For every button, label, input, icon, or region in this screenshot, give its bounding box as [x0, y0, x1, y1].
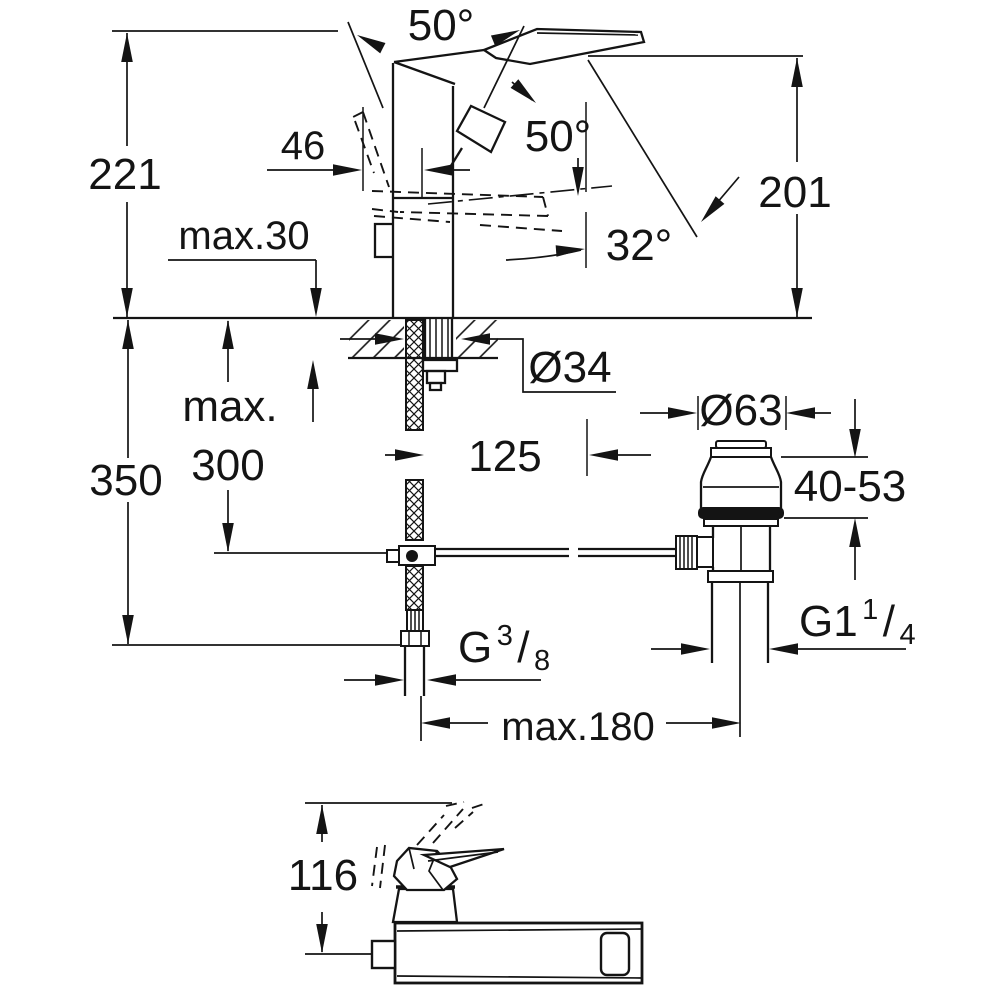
label-max-hose-1: max.	[182, 382, 277, 431]
label-max-hose-2: 300	[191, 441, 264, 490]
label-height-spout: 201	[758, 168, 831, 217]
label-max-rod-reach: max.180	[501, 705, 654, 749]
label-waste-range: 40-53	[794, 462, 907, 511]
waste-assembly	[675, 440, 784, 737]
label-angle-mid: 50°	[525, 112, 592, 161]
label-angle-top: 50°	[408, 1, 475, 50]
label-supply-thread: G 3 / 8	[458, 620, 550, 677]
label-dia-hole: Ø34	[528, 343, 611, 392]
label-angle-tilt: 32°	[606, 221, 673, 270]
main-view-object	[352, 27, 646, 318]
counter-section	[113, 316, 812, 360]
label-max-counter: max.30	[178, 214, 309, 258]
supply-assembly	[386, 318, 681, 741]
label-side-height: 116	[288, 851, 358, 900]
label-depth-top: 46	[281, 124, 326, 168]
label-rod-offset: 125	[468, 432, 541, 481]
label-hose-length: 350	[89, 456, 162, 505]
label-waste-thread: G1 1 / 4	[799, 594, 916, 651]
bottom-view-object	[370, 801, 644, 985]
label-height-total: 221	[88, 150, 161, 199]
label-dia-waste: Ø63	[699, 386, 782, 435]
